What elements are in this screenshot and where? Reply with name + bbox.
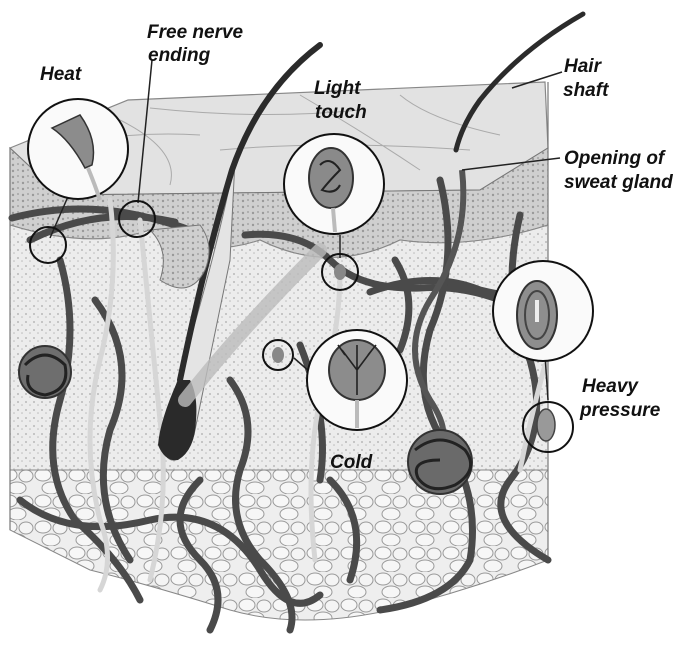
- cold-label: Cold: [330, 452, 372, 474]
- free-nerve-ending-label-line2: ending: [148, 45, 210, 67]
- light-touch-label-line2: touch: [315, 102, 367, 124]
- hair-shaft-label-line2: shaft: [563, 80, 608, 102]
- light-touch-label-line1: Light: [314, 78, 360, 100]
- sweat-gland-label-line2: sweat gland: [564, 172, 673, 194]
- sweat-gland-label-line1: Opening of: [564, 148, 664, 170]
- hair-shaft-label-line1: Hair: [564, 56, 601, 78]
- heavy-pressure-label-line2: pressure: [580, 400, 660, 422]
- free-nerve-ending-label-line1: Free nerve: [147, 22, 243, 44]
- heavy-pressure-label-line1: Heavy: [582, 376, 638, 398]
- heat-label: Heat: [40, 64, 81, 86]
- sweat-gland-left: [19, 346, 71, 398]
